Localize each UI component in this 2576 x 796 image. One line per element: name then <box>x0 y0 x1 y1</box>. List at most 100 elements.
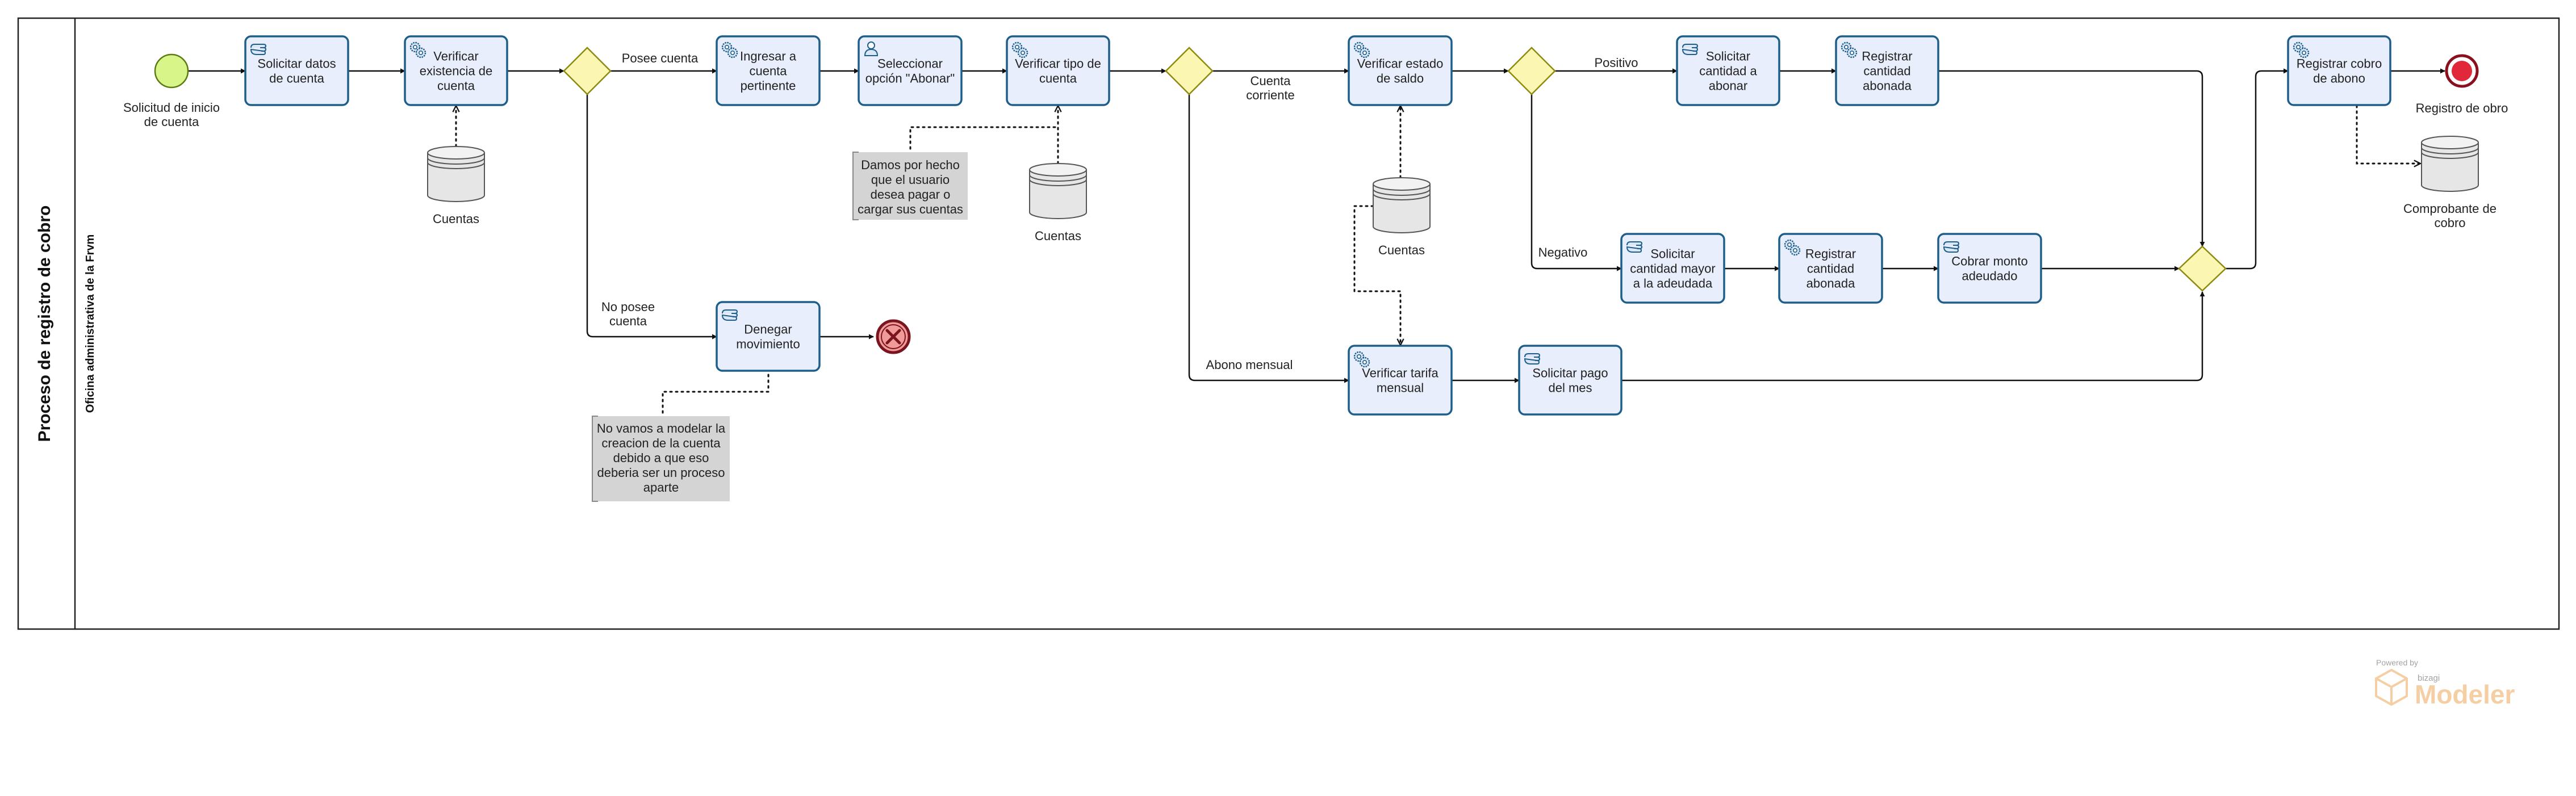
text-line: desea pagar o <box>871 187 951 202</box>
annotation-no-vamos <box>592 416 730 501</box>
text-line: Registrar cobro <box>2297 57 2382 71</box>
text-line: No vamos a modelar la <box>597 421 726 435</box>
cylinder-top <box>427 146 485 160</box>
text-line: cuenta <box>1039 72 1077 86</box>
text-line: pertinente <box>741 79 796 93</box>
text-line: Solicitar pago <box>1532 366 1608 380</box>
text-line: mensual <box>1377 381 1424 395</box>
task-box <box>404 35 508 106</box>
flow-label-positivo: Positivo <box>1594 56 1638 70</box>
task-box <box>716 301 821 372</box>
text-line: debido a que eso <box>613 451 709 465</box>
flow-gateway4-registrar-cobro <box>2226 68 2289 270</box>
text-line: Verificar estado <box>1357 57 1444 71</box>
manual-task-icon <box>1626 241 1643 253</box>
text-line: de cuenta <box>269 72 324 86</box>
datastore-cuentas-1[interactable]: Cuentas <box>427 146 485 226</box>
datastore-label: Cuentas <box>1035 229 1081 243</box>
text-line: cantidad <box>1807 262 1854 276</box>
text-line: aparte <box>643 480 679 495</box>
pool-frame <box>17 17 2560 630</box>
associations <box>456 104 2422 414</box>
service-task-icon <box>1841 41 1858 58</box>
text-line: Positivo <box>1594 56 1638 70</box>
text-line: Solicitar datos <box>257 57 336 71</box>
datastore-cuentas-3[interactable]: Cuentas <box>1373 177 1431 257</box>
flow-pago-gateway4 <box>1621 291 2205 382</box>
text-line: cuenta <box>437 79 475 93</box>
task-box <box>1348 35 1453 106</box>
text-line: Registrar <box>1805 247 1856 261</box>
manual-task-icon <box>721 309 738 321</box>
task-box <box>1348 345 1453 416</box>
service-task-icon <box>2293 41 2310 58</box>
end-event-label: Registro de obro <box>2416 101 2508 115</box>
gateway-estado-saldo[interactable] <box>1507 47 1556 95</box>
start-event[interactable] <box>154 53 189 89</box>
flow-label-posee-cuenta: Posee cuenta <box>622 51 699 65</box>
sequence-flows <box>189 68 2445 383</box>
text-line: Abono mensual <box>1206 358 1293 372</box>
watermark-product: Modeler <box>2415 680 2515 709</box>
datastore-cuentas-2[interactable]: Cuentas <box>1029 163 1087 243</box>
text-line: de abono <box>2313 72 2365 86</box>
text-line: de saldo <box>1377 72 1424 86</box>
task-box <box>1518 345 1622 416</box>
end-event[interactable] <box>2445 54 2479 88</box>
flow-registrar-gateway4 <box>1938 70 2205 247</box>
text-line: cantidad a <box>1699 64 1757 78</box>
text-line: abonada <box>1863 79 1912 93</box>
text-line: corriente <box>1246 88 1295 102</box>
text-line: a la adeudada <box>1633 276 1713 291</box>
service-task-icon <box>1784 239 1801 256</box>
cylinder-top <box>1373 177 1431 191</box>
task-box <box>1937 233 2042 304</box>
text-line: Damos por hecho <box>861 158 960 172</box>
task-box <box>1676 35 1780 106</box>
text-line: cantidad mayor <box>1630 262 1715 276</box>
gateway-posee-cuenta[interactable] <box>563 47 612 95</box>
cylinder-body <box>1373 184 1431 233</box>
gateway-merge[interactable] <box>2178 245 2227 292</box>
gateway-tipo-cuenta[interactable] <box>1165 47 1214 95</box>
cylinder-body <box>1029 170 1087 219</box>
text-line: que el usuario <box>871 173 950 187</box>
text-line: Cuenta <box>1251 74 1291 88</box>
text-line: cuenta <box>749 64 787 78</box>
datastore-label: Cuentas <box>433 212 479 226</box>
text-line: adeudado <box>1962 269 2018 283</box>
text-line: Cuentas <box>1035 229 1081 243</box>
watermark-powered: Powered by <box>2376 658 2418 667</box>
task-box <box>716 35 821 106</box>
error-end-event[interactable] <box>876 319 911 354</box>
